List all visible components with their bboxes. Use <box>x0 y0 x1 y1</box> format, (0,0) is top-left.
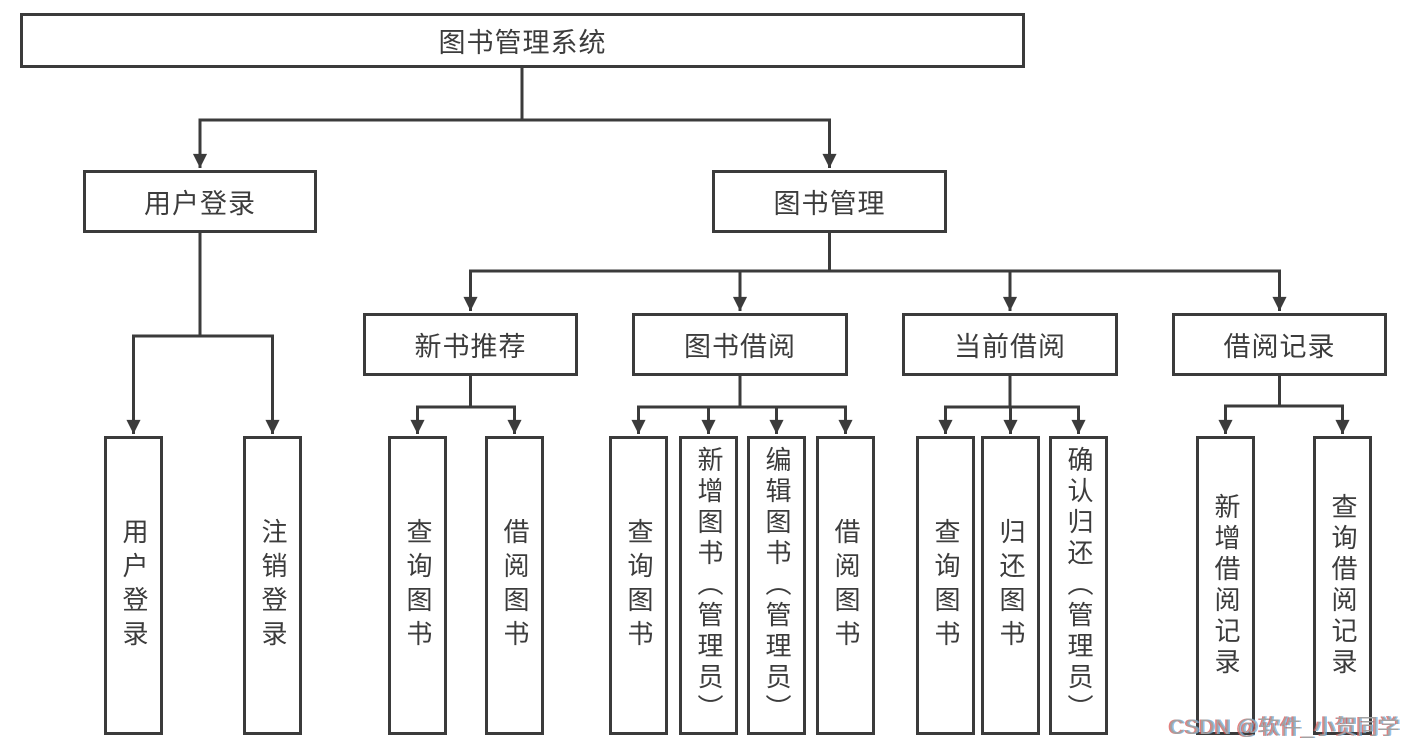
leaf-query-books-current: 查询图书 <box>916 436 975 735</box>
leaf-query-books-borrowing: 查询图书 <box>609 436 668 735</box>
node-book-borrowing: 图书借阅 <box>632 313 848 376</box>
leaf-edit-book-admin: 编辑图书（管理员） <box>747 436 806 735</box>
leaf-borrow-books-recommendation: 借阅图书 <box>485 436 544 735</box>
leaf-logout: 注销登录 <box>243 436 302 735</box>
leaf-query-books-recommendation: 查询图书 <box>388 436 447 735</box>
leaf-confirm-return-admin: 确认归还（管理员） <box>1049 436 1108 735</box>
leaf-borrow-books-borrowing: 借阅图书 <box>816 436 875 735</box>
node-new-book-recommendation: 新书推荐 <box>363 313 578 376</box>
node-borrowing-records: 借阅记录 <box>1172 313 1387 376</box>
leaf-user-login: 用户登录 <box>104 436 163 735</box>
leaf-query-borrowing-record: 查询借阅记录 <box>1313 436 1372 735</box>
node-current-borrowing: 当前借阅 <box>902 313 1118 376</box>
node-book-management: 图书管理 <box>712 170 947 233</box>
node-user-login: 用户登录 <box>83 170 317 233</box>
leaf-return-book: 归还图书 <box>981 436 1040 735</box>
node-library-management-system: 图书管理系统 <box>20 13 1025 68</box>
leaf-add-book-admin: 新增图书（管理员） <box>679 436 738 735</box>
csdn-watermark: CSDN @软件_小贺同学 <box>1169 716 1400 739</box>
leaf-add-borrowing-record: 新增借阅记录 <box>1196 436 1255 735</box>
